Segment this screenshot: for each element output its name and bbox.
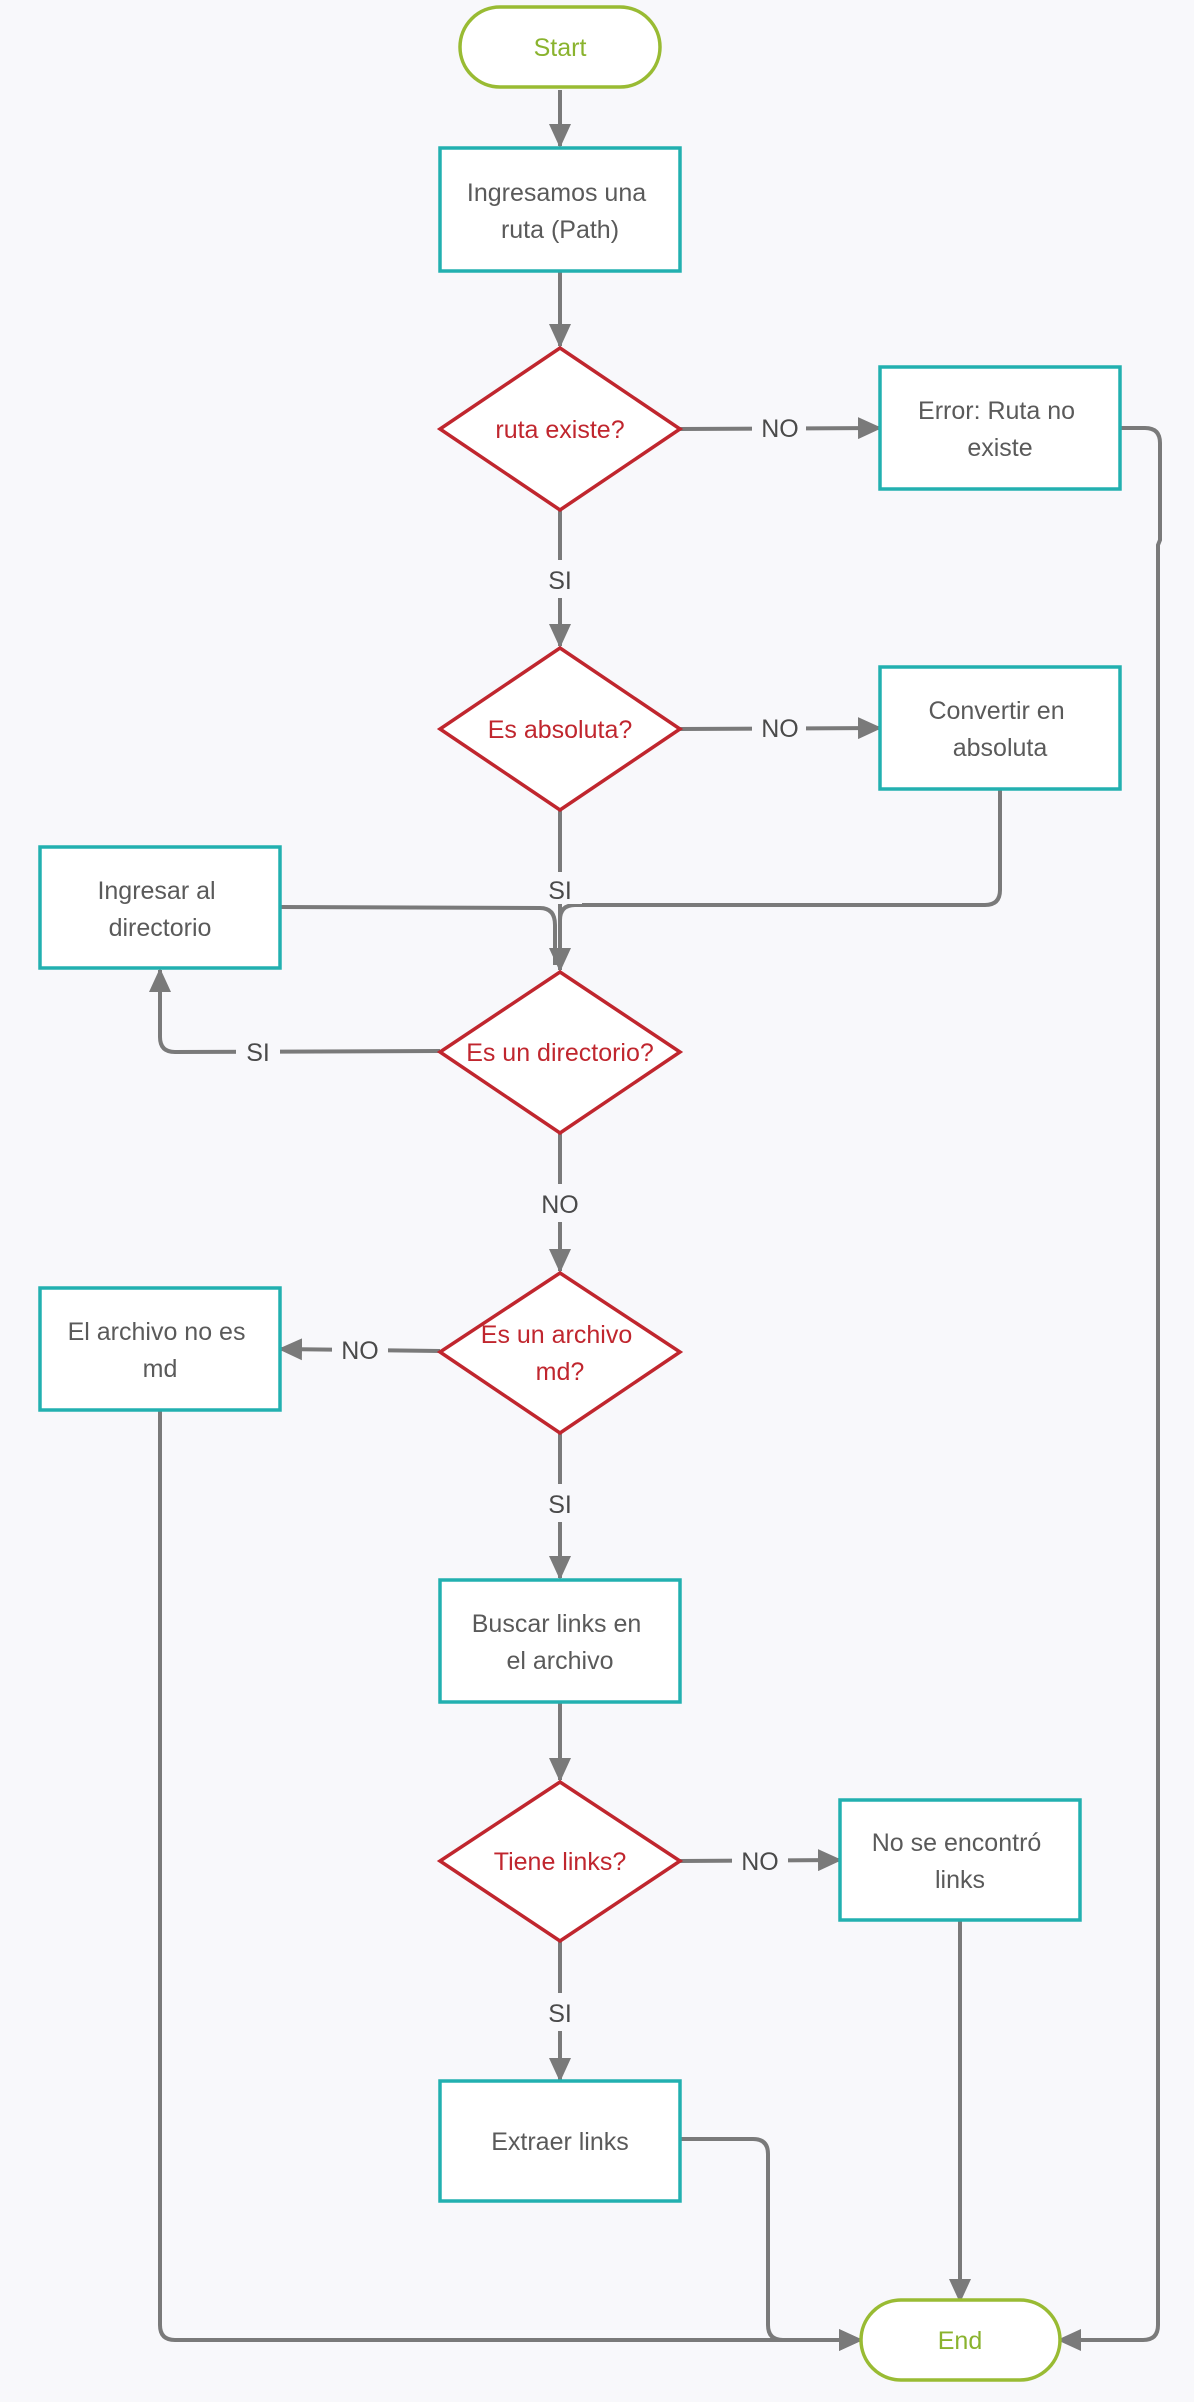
node-no-links: No se encontró links bbox=[838, 1798, 1082, 1922]
ruta-existe-label: ruta existe? bbox=[495, 416, 624, 444]
edge-labels: NO SI NO SI SI NO NO SI NO SI bbox=[236, 410, 806, 2031]
extraer-label: Extraer links bbox=[491, 2128, 629, 2156]
ingresar-dir-line-1: Ingresar al bbox=[97, 877, 215, 905]
node-buscar-links: Buscar links en el archivo bbox=[438, 1578, 682, 1704]
label-md-no: NO bbox=[341, 1337, 379, 1365]
tiene-links-label: Tiene links? bbox=[494, 1848, 626, 1876]
ingresar-ruta-line-1: Ingresamos una bbox=[467, 179, 646, 207]
edge-no-md-to-end bbox=[158, 1410, 863, 2351]
label-links-no: NO bbox=[741, 1848, 779, 1876]
svg-text:No se encontró links: No se encontró links bbox=[872, 1829, 1049, 1894]
no-links-line-2: links bbox=[935, 1866, 985, 1894]
edge-extraer-to-end bbox=[680, 2137, 863, 2351]
edge-ingresar-dir-to-dir bbox=[279, 905, 557, 965]
edge-error-to-end bbox=[1057, 426, 1162, 2351]
node-start: Start bbox=[458, 5, 662, 89]
es-directorio-label: Es un directorio? bbox=[466, 1039, 654, 1067]
es-absoluta-label: Es absoluta? bbox=[488, 716, 633, 744]
label-dir-si: SI bbox=[246, 1039, 270, 1067]
node-es-absoluta: Es absoluta? bbox=[436, 645, 684, 813]
svg-text:Convertir en absoluta: Convertir en absoluta bbox=[928, 697, 1071, 762]
label-ruta-si: SI bbox=[548, 567, 572, 595]
end-label: End bbox=[938, 2327, 982, 2355]
no-md-line-2: md bbox=[143, 1355, 178, 1383]
node-end: End bbox=[859, 2298, 1062, 2382]
ingresar-ruta-line-2: ruta (Path) bbox=[501, 216, 619, 244]
node-extraer: Extraer links bbox=[438, 2079, 682, 2203]
node-es-md: Es un archivo md? bbox=[436, 1270, 684, 1436]
node-convertir: Convertir en absoluta bbox=[878, 665, 1122, 791]
label-abs-no: NO bbox=[761, 715, 799, 743]
start-label: Start bbox=[534, 34, 587, 62]
svg-text:El archivo no es md: El archivo no es md bbox=[68, 1318, 253, 1383]
label-links-si: SI bbox=[548, 2000, 572, 2028]
no-links-line-1: No se encontró bbox=[872, 1829, 1042, 1857]
svg-text:Extraer links: Extraer links bbox=[491, 2128, 629, 2156]
es-md-line-1: Es un archivo bbox=[481, 1321, 632, 1349]
label-md-si: SI bbox=[548, 1491, 572, 1519]
no-md-line-1: El archivo no es bbox=[68, 1318, 246, 1346]
svg-text:Tiene links?: Tiene links? bbox=[494, 1848, 626, 1876]
svg-text:ruta existe?: ruta existe? bbox=[495, 416, 624, 444]
ingresar-dir-line-2: directorio bbox=[109, 914, 212, 942]
convertir-line-1: Convertir en bbox=[928, 697, 1064, 725]
node-tiene-links: Tiene links? bbox=[436, 1779, 684, 1944]
es-md-line-2: md? bbox=[536, 1358, 585, 1386]
error-ruta-line-2: existe bbox=[967, 434, 1032, 462]
label-ruta-no: NO bbox=[761, 415, 799, 443]
edge-dir-si bbox=[149, 968, 441, 1055]
node-ruta-existe: ruta existe? bbox=[436, 345, 684, 513]
svg-text:Es un archivo md?: Es un archivo md? bbox=[481, 1321, 639, 1386]
svg-text:Error: Ruta no existe: Error: Ruta no existe bbox=[918, 397, 1082, 462]
svg-text:Ingresar al directorio: Ingresar al directorio bbox=[97, 877, 222, 942]
node-no-md: El archivo no es md bbox=[38, 1286, 282, 1412]
error-ruta-line-1: Error: Ruta no bbox=[918, 397, 1075, 425]
edge-convertir-to-dir bbox=[558, 790, 1002, 921]
svg-text:Es absoluta?: Es absoluta? bbox=[488, 716, 633, 744]
node-ingresar-ruta: Ingresamos una ruta (Path) bbox=[438, 146, 682, 273]
node-ingresar-dir: Ingresar al directorio bbox=[38, 845, 282, 970]
svg-text:Es un directorio?: Es un directorio? bbox=[466, 1039, 654, 1067]
node-es-directorio: Es un directorio? bbox=[436, 969, 684, 1136]
convertir-line-2: absoluta bbox=[953, 734, 1048, 762]
node-error-ruta: Error: Ruta no existe bbox=[878, 365, 1122, 491]
buscar-links-line-2: el archivo bbox=[507, 1647, 614, 1675]
buscar-links-line-1: Buscar links en bbox=[472, 1610, 642, 1638]
svg-text:Ingresamos una ruta (Pat: Ingresamos una ruta (Path) bbox=[467, 179, 653, 244]
svg-text:Buscar links en el archi: Buscar links en el archivo bbox=[472, 1610, 648, 1675]
label-abs-si: SI bbox=[548, 877, 572, 905]
label-dir-no: NO bbox=[541, 1191, 579, 1219]
